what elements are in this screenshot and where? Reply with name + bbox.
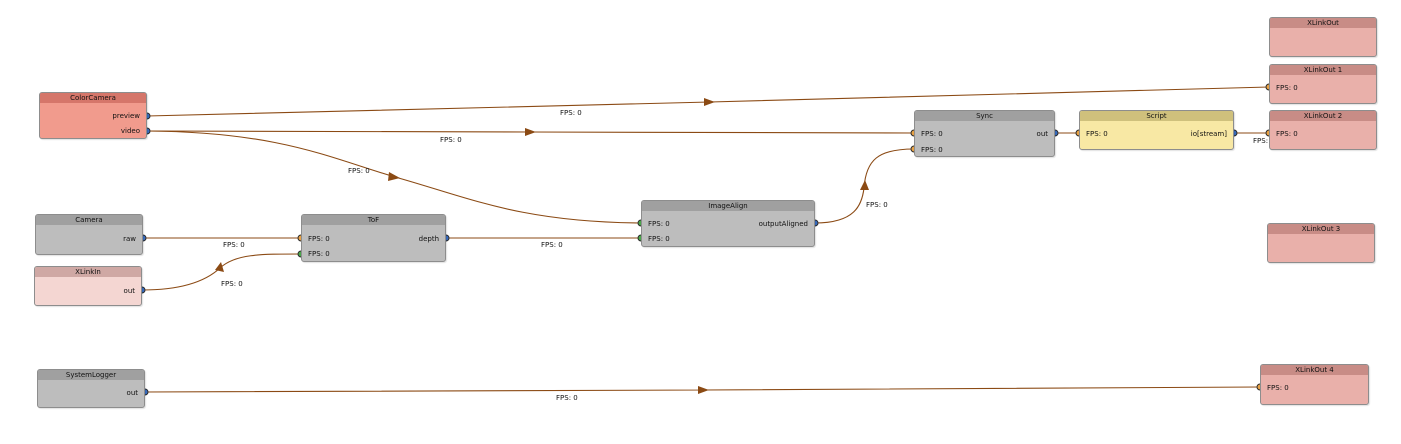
node-imagealign[interactable]: ImageAlign FPS: 0 FPS: 0 outputAligned (641, 200, 815, 247)
port-label-tof-in-1: FPS: 0 (308, 235, 330, 243)
port-label-sync-in-1: FPS: 0 (921, 130, 943, 138)
edge-label-video-imagealign: FPS: 0 (348, 167, 370, 175)
port-label-sync-in-2: FPS: 0 (921, 146, 943, 154)
node-xlinkin-title: XLinkIn (35, 267, 141, 277)
node-systemlogger[interactable]: SystemLogger out (37, 369, 145, 408)
edge-label-script-xlinkout2: FPS: (1253, 137, 1269, 145)
edge-label-camera-tof: FPS: 0 (223, 241, 245, 249)
node-colorcamera-title: ColorCamera (40, 93, 146, 103)
node-colorcamera[interactable]: ColorCamera preview video (39, 92, 147, 139)
edge-preview-to-xlinkout1[interactable] (146, 86, 1270, 117)
port-label-tof-in-2: FPS: 0 (308, 250, 330, 258)
node-xlinkout-1[interactable]: XLinkOut 1 FPS: 0 (1269, 64, 1377, 104)
arrow-video-imagealign (388, 172, 400, 181)
node-xlinkout[interactable]: XLinkOut (1269, 17, 1377, 57)
edge-label-preview: FPS: 0 (560, 109, 582, 117)
port-label-imagealign-out: outputAligned (758, 220, 808, 228)
arrow-video-sync (525, 128, 536, 136)
node-script-title: Script (1080, 111, 1233, 121)
node-camera-title: Camera (36, 215, 142, 225)
node-xlinkout-4-title: XLinkOut 4 (1261, 365, 1368, 375)
port-label-tof-depth: depth (418, 235, 439, 243)
port-label-raw: raw (123, 235, 136, 243)
node-systemlogger-title: SystemLogger (38, 370, 144, 380)
node-xlinkout-1-title: XLinkOut 1 (1270, 65, 1376, 75)
port-label-imagealign-in-2: FPS: 0 (648, 235, 670, 243)
node-xlinkout-3-title: XLinkOut 3 (1268, 224, 1374, 234)
edge-video-to-sync[interactable] (146, 130, 915, 134)
edge-logger-to-xlinkout4[interactable] (144, 386, 1261, 393)
arrow-preview (704, 98, 715, 106)
edge-label-imagealign-sync: FPS: 0 (866, 201, 888, 209)
node-xlinkout-title: XLinkOut (1270, 18, 1376, 28)
arrow-imagealign-sync (860, 180, 869, 190)
arrow-xlinkin-tof (215, 262, 224, 272)
node-xlinkout-3[interactable]: XLinkOut 3 (1267, 223, 1375, 263)
node-sync-title: Sync (915, 111, 1054, 121)
port-label-sync-out: out (1036, 130, 1048, 138)
node-tof-title: ToF (302, 215, 445, 225)
node-xlinkout-4[interactable]: XLinkOut 4 FPS: 0 (1260, 364, 1369, 405)
arrow-logger (698, 386, 709, 394)
port-label-script-in-1: FPS: 0 (1086, 130, 1108, 138)
port-label-systemlogger-out: out (126, 389, 138, 397)
node-xlinkin[interactable]: XLinkIn out (34, 266, 142, 306)
port-label-preview: preview (112, 112, 140, 120)
node-tof[interactable]: ToF FPS: 0 FPS: 0 depth (301, 214, 446, 262)
edge-label-tof-imagealign: FPS: 0 (541, 241, 563, 249)
port-label-video: video (120, 127, 140, 135)
node-script[interactable]: Script FPS: 0 io[stream] (1079, 110, 1234, 150)
node-imagealign-title: ImageAlign (642, 201, 814, 211)
port-label-imagealign-in-1: FPS: 0 (648, 220, 670, 228)
node-xlinkout-2[interactable]: XLinkOut 2 FPS: 0 (1269, 110, 1377, 150)
port-label-xlinkout-2-in: FPS: 0 (1276, 130, 1298, 138)
node-camera[interactable]: Camera raw (35, 214, 143, 255)
port-label-xlinkin-out: out (123, 287, 135, 295)
port-label-xlinkout-1-in: FPS: 0 (1276, 84, 1298, 92)
edge-label-logger-xlinkout4: FPS: 0 (556, 394, 578, 402)
port-label-script-out: io[stream] (1190, 130, 1227, 138)
port-label-xlinkout-4-in: FPS: 0 (1267, 384, 1289, 392)
edge-label-xlinkin-tof: FPS: 0 (221, 280, 243, 288)
edge-label-video-sync: FPS: 0 (440, 136, 462, 144)
node-sync[interactable]: Sync FPS: 0 FPS: 0 out (914, 110, 1055, 157)
node-xlinkout-2-title: XLinkOut 2 (1270, 111, 1376, 121)
